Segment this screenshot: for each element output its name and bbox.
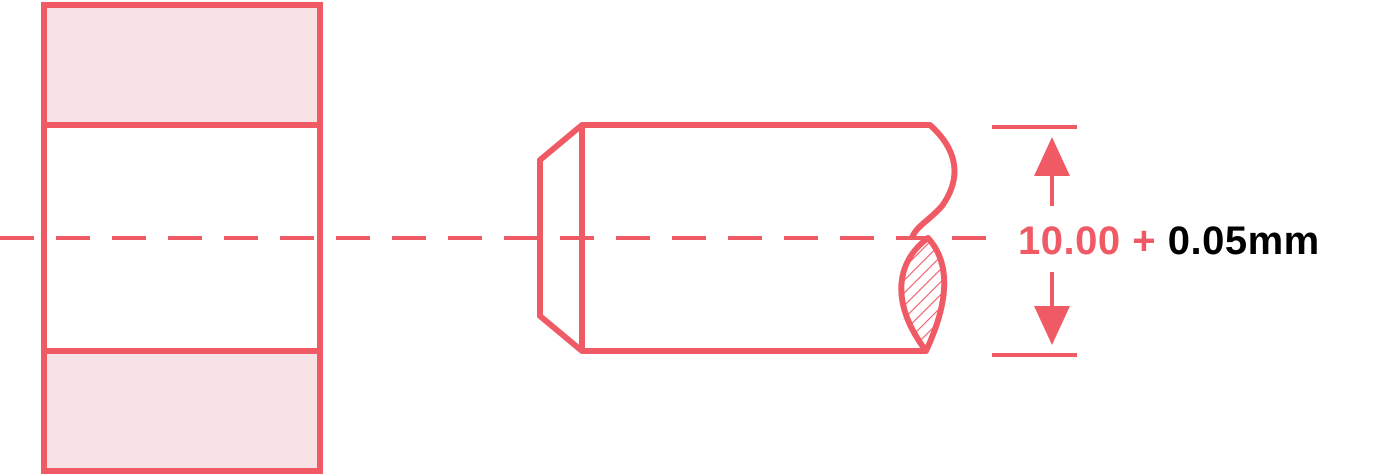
shaft-part [537,122,958,354]
dimension-tolerance: 0.05mm [1167,219,1320,263]
diameter-dimension [992,125,1077,357]
bushing-bottom-section [41,348,323,474]
bushing-top-section [41,2,323,128]
dimension-label: 10.00 + 0.05mm [1018,216,1320,266]
shaft-outline [537,122,958,354]
shaft-section-hatch [898,235,948,354]
arrow-up-icon [1034,137,1070,176]
arrow-down-icon [1034,306,1070,345]
dimension-sign: + [1132,219,1157,263]
dimension-nominal: 10.00 [1018,219,1121,263]
bushing-part [41,2,323,474]
